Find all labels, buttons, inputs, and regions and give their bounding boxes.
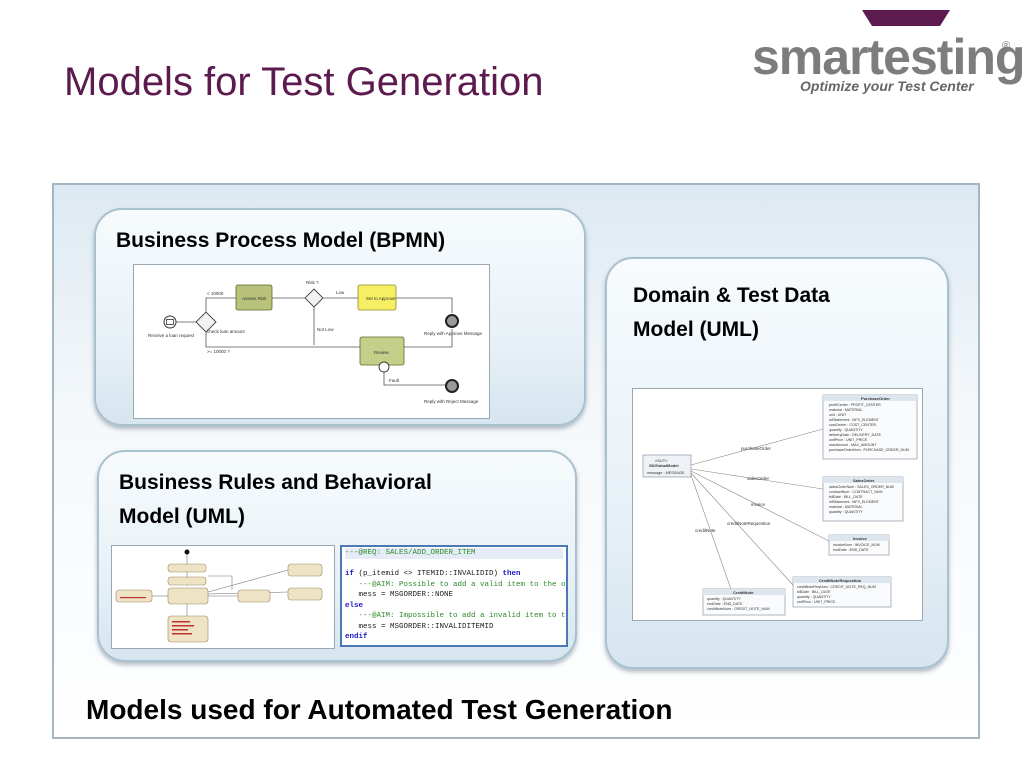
uml-sales-attr: billDate : BILL_DATE (829, 495, 863, 499)
uml-credit-name: CreditNote (733, 590, 754, 595)
smartesting-logo: smartesting ® Optimize your Test Center (752, 6, 1024, 106)
code-line-7: mess = MSGORDER::INVALIDITEMID (345, 622, 494, 631)
state-diagram-canvas (115, 549, 323, 643)
bpmn-task-approve-label: Set to Approve (366, 296, 396, 301)
uml-purchase-attr: maxAmount : MAX_AMOUNT (829, 443, 877, 447)
uml-class-invoice: Invoice invoiceNum : INVOICE_NUM endDate… (828, 534, 890, 556)
business-rule-code-snippet: ---@REQ: SALES/ADD_ORDER_ITEM if (p_item… (340, 545, 568, 647)
logo-bar-icon (862, 10, 950, 26)
uml-class-credit-note: CreditNote quantity : QUANTITY endDate :… (702, 588, 786, 616)
uml-purchase-attr: purchaseOrderNum : PURCHASE_ORDER_NUM (829, 448, 909, 452)
uml-purchase-attr: mfStatement : MFS_ELEMENT (829, 418, 880, 422)
bottom-caption: Models used for Automated Test Generatio… (86, 694, 673, 725)
rules-panel-title-line1: Business Rules and Behavioral (119, 471, 432, 494)
uml-request-attr: creditNoteReqNum : CREDIT_NOTE_REQ_NUM (797, 585, 876, 589)
code-line-5-else: else (345, 601, 364, 610)
domain-panel-title-line1: Domain & Test Data (633, 284, 830, 307)
logo-tagline: Optimize your Test Center (800, 78, 974, 94)
code-line-6: ---@AIM: Impossible to add a invalid ite… (358, 612, 567, 620)
uml-request-attr: billDate : BILL_DATE (797, 590, 831, 594)
uml-sales-name: SalesOrder (853, 478, 875, 483)
slide-title: Models for Test Generation (64, 60, 544, 104)
uml-sales-attr: quantity : QUANTITY (829, 510, 863, 514)
bpmn-edge-fault-label: Fault (389, 378, 400, 383)
uml-invoice-name: Invoice (853, 536, 868, 541)
uml-edge-invoice-label: invoice (751, 502, 766, 507)
uml-edge-credit-label: creditNote (695, 528, 716, 533)
uml-purchase-attr: unit : UNIT (829, 413, 847, 417)
uml-sales-attr: salesOrderNum : SALES_ORDER_NUM (829, 485, 894, 489)
bpmn-diagram: Receive a loan request < 10000 check loa… (133, 264, 490, 419)
uml-root-attr: message : MESSAGE (647, 471, 685, 475)
code-line-1: ---@REQ: SALES/ADD_ORDER_ITEM (345, 548, 563, 559)
bpmn-end-approve-label: Reply with Approve Message (424, 331, 483, 336)
uml-credit-attr: endDate : END_DATE (707, 602, 743, 606)
uml-purchase-attr: material : MATERIAL (829, 408, 862, 412)
rules-panel-title-line2: Model (UML) (119, 505, 245, 528)
code-line-2-then: then (502, 570, 521, 578)
domain-panel-title-line2: Model (UML) (633, 318, 759, 341)
bpmn-gateway1-upper-label: < 10000 (207, 291, 224, 296)
uml-purchase-attr: profitCenter : PROFIT_CENTER (829, 403, 881, 407)
logo-wordmark: smartesting (752, 29, 1024, 85)
logo-registered-mark: ® (1002, 40, 1011, 52)
uml-class-purchase-order: PurchaseOrder profitCenter : PROFIT_CENT… (822, 394, 918, 460)
bpmn-diagram-canvas: Receive a loan request < 10000 check loa… (148, 280, 483, 404)
uml-root-stereotype: «SUT» (655, 458, 668, 463)
uml-class-credit-note-request: CreditNoteRequestion creditNoteReqNum : … (792, 576, 892, 608)
uml-edge-sales-label: salesOrder (747, 476, 770, 481)
bpmn-gateway1-mid-label: check loan amount (207, 329, 246, 334)
uml-request-name: CreditNoteRequestion (819, 578, 862, 583)
bpmn-panel-title: Business Process Model (BPMN) (116, 229, 446, 252)
uml-purchase-attr: quantity : QUANTITY (829, 428, 863, 432)
uml-purchase-attr: deliveryDate : DELIVERY_DATE (829, 433, 882, 437)
bpmn-end-reject-label: Reply with Reject Message (424, 399, 479, 404)
uml-class-sales-order: SalesOrder salesOrderNum : SALES_ORDER_N… (822, 476, 904, 522)
bpmn-task-assess-label: Assess Risk (242, 296, 267, 301)
code-line-4: mess = MSGORDER::NONE (345, 591, 454, 599)
uml-edge-purchase-label: purchaseOrder (741, 446, 772, 451)
bpmn-task-review-label: Review (374, 350, 390, 355)
uml-class-diagram: purchaseOrder salesOrder invoice creditN… (632, 388, 923, 621)
code-line-2-if: if (345, 570, 355, 578)
uml-root-name: SDGlobalModel (649, 463, 679, 468)
bpmn-gateway2-label: Risk ? (306, 280, 319, 285)
uml-invoice-attr: invoiceNum : INVOICE_NUM (833, 543, 880, 547)
uml-edge-request-label: creditNoteRequestion (727, 521, 771, 526)
uml-sales-attr: material : MATERIAL (829, 505, 862, 509)
bpmn-gateway1-lower-label: >= 10000 ? (207, 349, 230, 354)
uml-request-attr: unitPrice : UNIT_PRICE (797, 600, 836, 604)
uml-purchase-attr: costCenter : COST_CENTER (829, 423, 877, 427)
uml-class-root: «SUT» SDGlobalModel message : MESSAGE (642, 454, 692, 478)
bpmn-start-label: Receive a loan request (148, 333, 195, 338)
code-line-2-condition: (p_itemid <> ITEMID::INVALIDID) (354, 570, 503, 578)
uml-diagram-canvas: purchaseOrder salesOrder invoice creditN… (642, 394, 918, 616)
uml-invoice-attr: endDate : END_DATE (833, 548, 869, 552)
uml-purchase-attr: unitPrice : UNIT_PRICE (829, 438, 868, 442)
behavioral-state-diagram (111, 545, 335, 649)
bpmn-edge-notlow-label: Not Low (317, 327, 334, 332)
uml-request-attr: quantity : QUANTITY (797, 595, 831, 599)
code-line-3: ---@AIM: Possible to add a valid item to… (345, 580, 568, 589)
uml-sales-attr: contractNum : CONTRACT_NUM (829, 490, 883, 494)
uml-purchase-name: PurchaseOrder (861, 396, 890, 401)
uml-credit-attr: quantity : QUANTITY (707, 597, 741, 601)
uml-credit-attr: creditNoteNum : CREDIT_NOTE_NUM (707, 607, 770, 611)
code-line-8-endif: endif (345, 633, 368, 641)
uml-sales-attr: mfStatement : MFS_ELEMENT (829, 500, 880, 504)
bpmn-edge-low-label: Low (336, 290, 345, 295)
